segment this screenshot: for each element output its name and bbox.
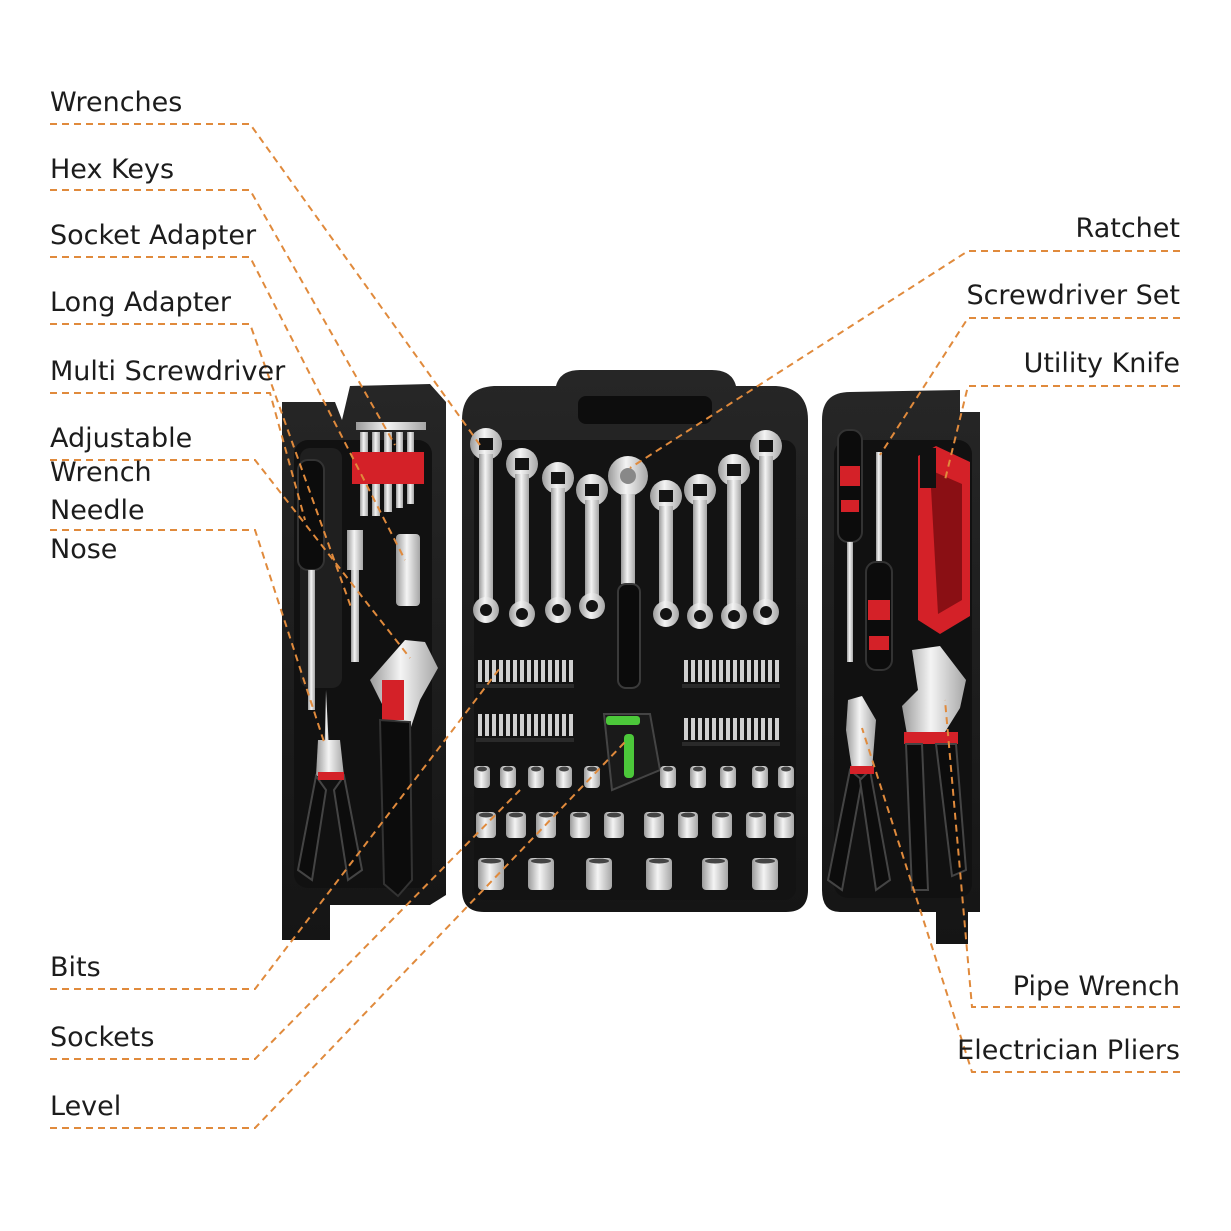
wrench: [506, 448, 538, 627]
wrench: [542, 462, 574, 623]
leader-hex-keys: [50, 189, 396, 446]
wrench: [750, 430, 782, 625]
sockets-illustration: [474, 766, 794, 890]
label-adjustable-wrench-line1: Adjustable: [50, 423, 193, 454]
bits-illustration: [476, 660, 780, 746]
leader-sockets: [50, 789, 521, 1060]
leader-adjustable-wrench: [50, 459, 411, 659]
label-bits: Bits: [50, 952, 101, 983]
label-sockets: Sockets: [50, 1022, 155, 1053]
label-electrician-pliers: Electrician Pliers: [957, 1035, 1180, 1066]
socket-row: [474, 766, 794, 788]
label-hex-keys: Hex Keys: [50, 154, 175, 185]
leader-wrenches: [50, 123, 481, 446]
label-level: Level: [50, 1091, 122, 1122]
label-pipe-wrench: Pipe Wrench: [1012, 971, 1180, 1002]
leader-needle-nose: [50, 529, 326, 746]
utility-knife-illustration: [918, 446, 970, 634]
wrench: [684, 474, 716, 629]
label-long-adapter: Long Adapter: [50, 287, 232, 318]
multi-screwdriver-illustration: [297, 459, 325, 710]
leader-level: [50, 741, 626, 1129]
electrician-pliers-illustration: [826, 696, 892, 892]
label-utility-knife: Utility Knife: [1023, 348, 1180, 379]
leader-socket-adapter: [50, 256, 406, 561]
wrenches-illustration: [470, 428, 782, 629]
bit-row: [476, 660, 574, 688]
hex-keys-illustration: [352, 422, 426, 516]
label-multi-screwdriver: Multi Screwdriver: [50, 356, 286, 387]
screwdriver-set-illustration: [837, 429, 893, 671]
wrench: [576, 474, 608, 619]
label-needle-nose-line2: Nose: [50, 534, 118, 565]
leader-pipe-wrench: [944, 699, 1180, 1008]
wrench: [650, 480, 682, 627]
bit-row: [476, 714, 574, 742]
socket-row: [478, 858, 778, 890]
bit-row: [682, 718, 780, 746]
leader-electrician-pliers: [861, 727, 1180, 1073]
label-needle-nose-line1: Needle: [50, 495, 145, 526]
ratchet-illustration: [608, 456, 648, 689]
leader-utility-knife: [944, 385, 1180, 481]
leader-lines: [50, 123, 1180, 1129]
label-screwdriver-set: Screwdriver Set: [966, 280, 1180, 311]
wrench: [470, 428, 502, 623]
leader-long-adapter: [50, 323, 353, 611]
label-ratchet: Ratchet: [1075, 213, 1180, 244]
label-adjustable-wrench-line2: Wrench: [50, 457, 152, 488]
label-socket-adapter: Socket Adapter: [50, 220, 257, 251]
needle-nose-pliers-illustration: [296, 690, 364, 882]
leader-multi-screwdriver: [50, 392, 306, 521]
label-wrenches: Wrenches: [50, 87, 183, 118]
wrench: [718, 454, 750, 629]
bit-row: [682, 660, 780, 688]
level-illustration: [602, 713, 662, 792]
adjustable-wrench-illustration: [370, 640, 438, 898]
leader-bits: [50, 667, 501, 990]
